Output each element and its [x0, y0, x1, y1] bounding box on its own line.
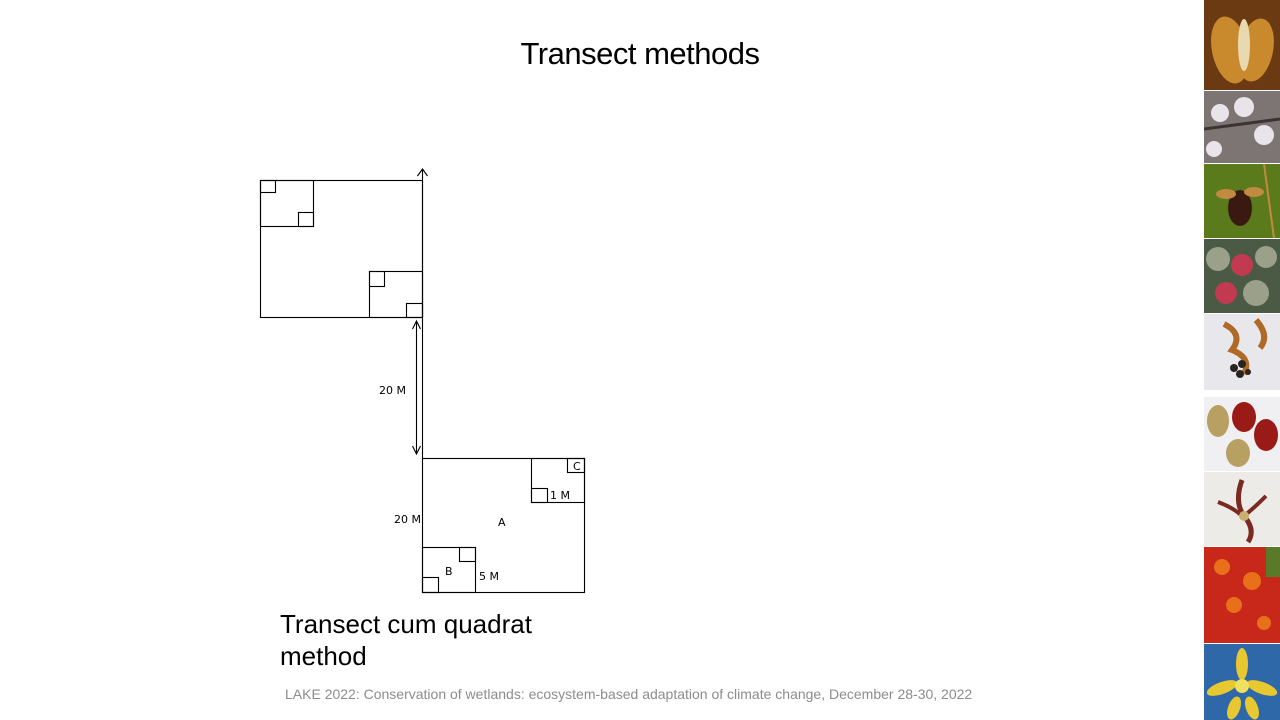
transect-arrowhead: [417, 168, 428, 177]
upper-quadrat-micro-br2: [405, 302, 424, 319]
micro-quadrat-c: [566, 457, 586, 474]
caption-line-2: method: [280, 641, 367, 671]
micro-quadrat-b-bottom: [421, 576, 440, 594]
subplot-c-area: [530, 457, 586, 504]
one-m-label: 1 M: [550, 489, 570, 502]
micro-quadrat-b-top: [458, 546, 477, 563]
upper-quadrat-micro-tl2: [368, 270, 386, 288]
quadrat-a-label: A: [498, 516, 506, 529]
seeds-cluster-photo: [1204, 239, 1280, 313]
upper-quadrat-micro-tl: [259, 179, 277, 194]
upper-quadrat-subplot-br: [368, 270, 424, 319]
side-label: 20 M: [394, 513, 421, 526]
lower-quadrat-a: [421, 457, 586, 594]
white-flowers-photo: [1204, 91, 1280, 163]
five-m-label: 5 M: [479, 570, 499, 583]
dry-pods-photo: [1204, 314, 1280, 390]
subplot-b: [421, 546, 477, 594]
quadrat-b-label: B: [445, 565, 453, 578]
distance-arrowhead-bottom: [412, 445, 421, 456]
micro-quadrat-1m: [530, 487, 549, 504]
orchid-photo: [1204, 164, 1280, 238]
red-flower-cluster-photo: [1204, 547, 1280, 643]
yellow-flower-photo: [1204, 644, 1280, 720]
slide-title: Transect methods: [520, 36, 760, 71]
quadrat-c-label: C: [573, 460, 581, 473]
seed-pod-photo: [1204, 0, 1280, 90]
distance-label: 20 M: [379, 384, 406, 397]
upper-quadrat: [259, 179, 424, 319]
photo-strip: [1204, 0, 1280, 720]
red-beans-photo: [1204, 397, 1280, 471]
brown-orchid-photo: [1204, 472, 1280, 546]
upper-quadrat-micro-br: [297, 211, 315, 228]
upper-quadrat-subplot-tl: [259, 179, 315, 228]
diagram-caption: Transect cum quadrat method: [280, 608, 600, 672]
slide-footer: LAKE 2022: Conservation of wetlands: eco…: [285, 686, 973, 702]
caption-line-1: Transect cum quadrat: [280, 609, 532, 639]
distance-arrowhead-top: [412, 319, 421, 330]
